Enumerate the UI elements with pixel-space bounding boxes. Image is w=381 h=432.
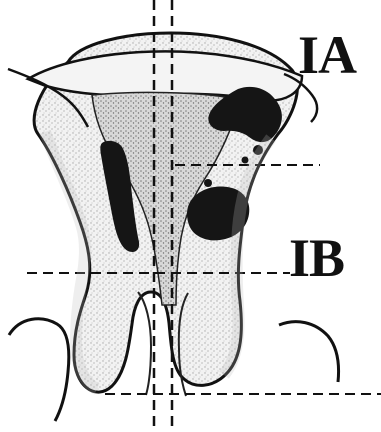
lesion-speck-3: [204, 179, 212, 187]
right-vessel: [279, 322, 339, 382]
left-vessel: [9, 319, 69, 421]
ib-label: IB: [289, 231, 344, 285]
lesion-speck-2: [242, 157, 249, 164]
ia-label: IA: [298, 28, 356, 82]
